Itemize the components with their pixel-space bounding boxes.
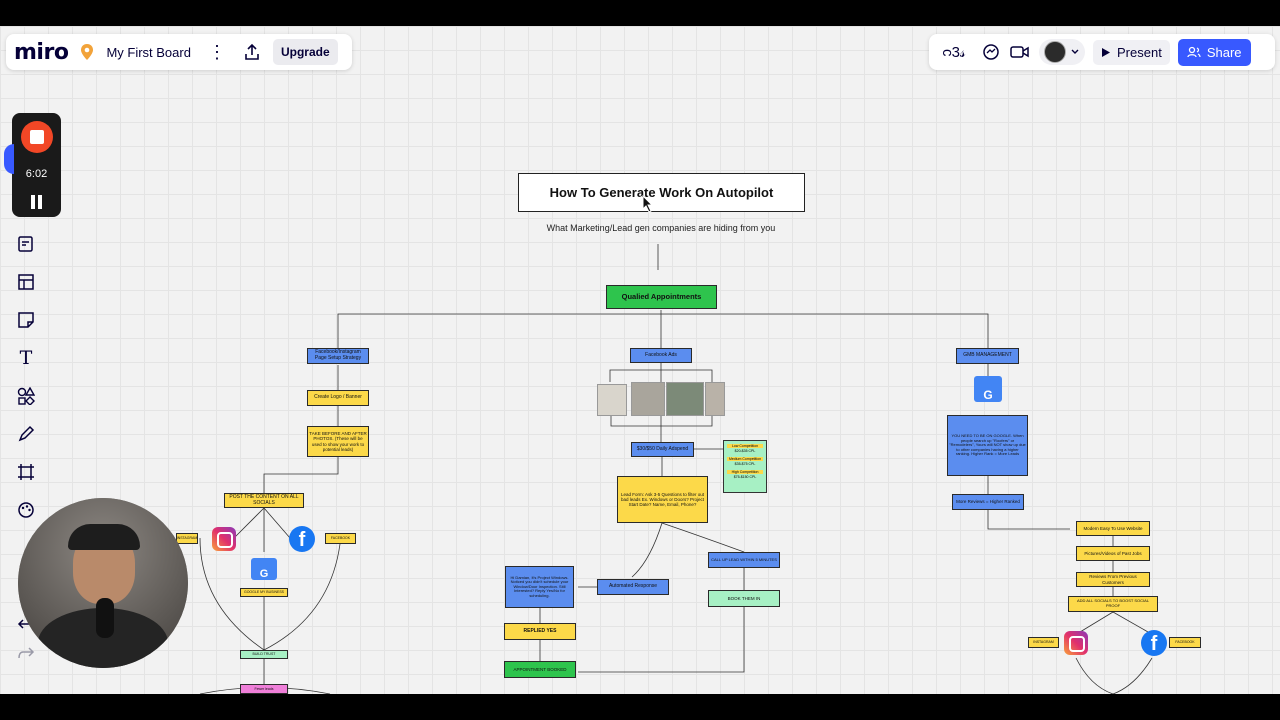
node-create-logo[interactable]: Create Logo / Banner <box>307 390 369 406</box>
facebook-icon: f <box>289 526 315 552</box>
node-google-text[interactable]: YOU NEED TO BE ON GOOGLE. When people se… <box>947 415 1028 476</box>
reactions-icon[interactable]: ᴒ3𝓈 <box>942 43 966 61</box>
shapes-tool[interactable] <box>9 379 43 413</box>
mouse-cursor-icon <box>642 195 654 213</box>
frame-icon <box>18 464 34 480</box>
cap <box>68 524 140 550</box>
google-business-icon-right: G <box>974 376 1002 402</box>
legend-high-price: $75-$150 CPL <box>733 475 757 479</box>
competition-legend[interactable]: Low Competition $20-$35 CPL Medium Compe… <box>723 440 767 493</box>
text-tool[interactable]: T <box>9 341 43 375</box>
node-daily-adspend[interactable]: $30/$50 Daily Adspend <box>631 442 694 457</box>
play-icon <box>1102 47 1110 57</box>
connectors <box>199 244 1153 694</box>
node-gmb-management[interactable]: GMB MANAGEMENT <box>956 348 1019 364</box>
node-lead-form[interactable]: Lead Form: Ask 3-5 Questions to filter o… <box>617 476 708 523</box>
legend-low: Low Competition <box>727 444 763 448</box>
board-title[interactable]: How To Generate Work On Autopilot <box>518 173 805 212</box>
chat-icon[interactable] <box>981 42 1001 62</box>
document-add-icon <box>18 236 33 252</box>
present-label: Present <box>1117 44 1162 60</box>
node-book-them[interactable]: BOOK THEM IN <box>708 590 780 607</box>
share-button[interactable]: Share <box>1177 38 1251 66</box>
pen-icon <box>18 425 35 442</box>
webcam-overlay <box>18 498 188 668</box>
sticky-note-icon <box>18 312 34 328</box>
export-icon[interactable] <box>243 43 261 61</box>
frames-tool[interactable] <box>9 265 43 299</box>
templates-tool[interactable] <box>9 227 43 261</box>
pen-tool[interactable] <box>9 417 43 451</box>
node-google-business[interactable]: GOOGLE MY BUSINESS <box>240 588 288 597</box>
avatar[interactable] <box>1044 41 1066 63</box>
video-call-icon[interactable] <box>1009 42 1031 62</box>
miro-logo[interactable]: miro <box>14 39 69 65</box>
instagram-icon <box>212 527 236 551</box>
legend-low-price: $20-$35 CPL <box>734 449 756 453</box>
people-icon <box>1187 46 1201 58</box>
upgrade-button[interactable]: Upgrade <box>272 39 338 65</box>
legend-high: High Competition <box>727 470 763 474</box>
node-facebook-label-right[interactable]: FACEBOOK <box>1169 637 1201 648</box>
screen-recorder: 6:02 <box>12 113 61 217</box>
more-options-icon[interactable]: ⋮ <box>207 41 226 62</box>
share-label: Share <box>1206 44 1242 60</box>
shapes-icon <box>17 387 35 405</box>
google-business-icon: G <box>251 558 277 580</box>
node-photos[interactable]: TAKE BEFORE AND AFTER PHOTOS. (These wil… <box>307 426 369 457</box>
tool-palette: T <box>8 225 44 529</box>
node-more-reviews[interactable]: More Reviews = Higher Ranked <box>952 494 1024 510</box>
node-previous-reviews[interactable]: Reviews From Previous Customers <box>1076 572 1150 587</box>
instagram-icon-right <box>1064 631 1088 655</box>
node-bottom[interactable]: Fewer leads <box>240 684 288 694</box>
sticky-note-tool[interactable] <box>9 303 43 337</box>
board-toolbar: miro My First Board ⋮ Upgrade <box>6 34 352 70</box>
legend-medium: Medium Competition <box>727 457 763 461</box>
layout-icon <box>18 274 34 290</box>
present-button[interactable]: Present <box>1093 39 1170 65</box>
node-facebook-setup[interactable]: Facebook/Instagram Page Setup Strategy <box>307 348 369 364</box>
board-canvas[interactable]: How To Generate Work On Autopilot What M… <box>0 26 1280 694</box>
node-replied-yes[interactable]: REPLIED YES <box>504 623 576 640</box>
chevron-down-icon <box>1071 49 1079 54</box>
node-call-lead[interactable]: CALL UP LEAD WITHIN 5 MINUTES <box>708 552 780 568</box>
ad-photo-4 <box>705 382 725 416</box>
location-pin-icon[interactable] <box>80 43 94 61</box>
stop-record-button[interactable] <box>20 121 53 153</box>
frame-tool[interactable] <box>9 455 43 489</box>
ad-photo-2 <box>631 382 665 416</box>
text-icon: T <box>19 347 33 369</box>
collaboration-toolbar: ᴒ3𝓈 Present Share <box>929 34 1275 70</box>
node-post-content[interactable]: POST THE CONTENT ON ALL SOCIALS <box>224 493 304 508</box>
top-letterbox <box>0 0 1280 26</box>
stop-icon <box>29 130 44 144</box>
node-facebook-ads[interactable]: Facebook Ads <box>630 348 692 363</box>
node-instagram-label-right[interactable]: INSTAGRAM <box>1028 637 1059 648</box>
board-name[interactable]: My First Board <box>106 44 191 60</box>
pause-icon <box>31 195 35 209</box>
microphone <box>96 598 114 638</box>
board-subtitle[interactable]: What Marketing/Lead gen companies are hi… <box>546 223 776 233</box>
legend-medium-price: $35-$75 CPL <box>734 462 756 466</box>
side-tab[interactable] <box>4 144 14 174</box>
pause-button[interactable] <box>31 195 42 209</box>
user-menu[interactable] <box>1039 39 1085 65</box>
recording-time: 6:02 <box>25 168 48 180</box>
ad-photo-3 <box>666 382 704 416</box>
facebook-icon-right: f <box>1141 630 1167 656</box>
node-appointment-booked[interactable]: APPOINTMENT BOOKED <box>504 661 576 678</box>
ad-photo-1 <box>597 384 627 416</box>
node-pictures-videos[interactable]: Pictures/Videos of Past Jobs <box>1076 546 1150 561</box>
root-node[interactable]: Qualied Appointments <box>606 285 717 309</box>
node-build-trust[interactable]: BUILD TRUST <box>240 650 288 659</box>
bottom-letterbox <box>0 694 1280 720</box>
node-add-socials[interactable]: ADD ALL SOCIALS TO BOOST SOCIAL PROOF <box>1068 596 1158 612</box>
node-auto-message[interactable]: Hi Damian, It's Project Windows. Noticed… <box>505 566 574 608</box>
node-modern-website[interactable]: Modern Easy To Use Website <box>1076 521 1150 536</box>
node-automated-response[interactable]: Automated Response <box>597 579 669 595</box>
node-facebook-label[interactable]: FACEBOOK <box>325 533 356 544</box>
